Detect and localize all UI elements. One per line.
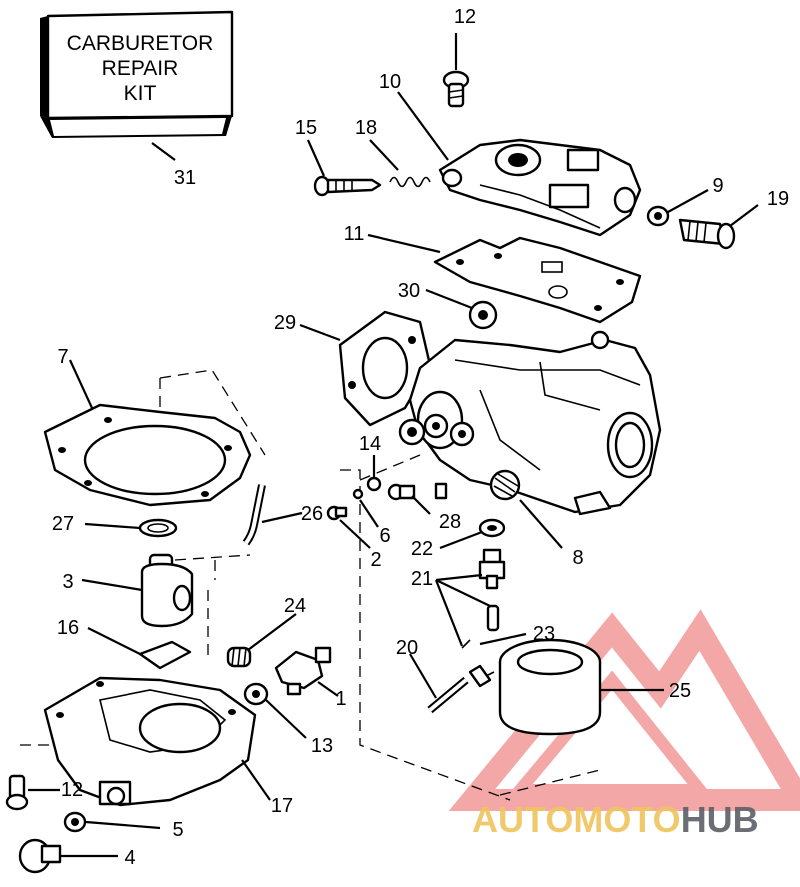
callout-6: 6: [379, 525, 390, 547]
callout-3: 3: [62, 571, 73, 593]
float-ring-part: [498, 638, 602, 736]
callout-27: 27: [52, 513, 74, 535]
pin-part: [427, 676, 469, 714]
callout-19: 19: [767, 188, 789, 210]
callout-31: 31: [174, 167, 196, 189]
callout-12-bottom: 12: [61, 779, 83, 801]
leader-lines: [28, 33, 759, 858]
kit-label-line-3: KIT: [124, 82, 157, 105]
drain-valve-part: [274, 646, 332, 696]
nut-part: [468, 300, 498, 330]
spring-part: [389, 176, 431, 188]
callout-2: 2: [370, 549, 381, 571]
callout-20: 20: [396, 637, 418, 659]
callout-10: 10: [379, 71, 401, 93]
callout-7: 7: [57, 346, 68, 368]
clip-plate-part: [138, 640, 192, 670]
link-part: [468, 664, 495, 688]
bolt-part: [678, 218, 736, 250]
callout-25: 25: [669, 680, 691, 702]
callout-29: 29: [274, 312, 296, 334]
callout-22: 22: [411, 538, 433, 560]
callout-5: 5: [172, 819, 183, 841]
callout-24: 24: [284, 595, 306, 617]
carburetor-body-part: [398, 330, 662, 516]
watermark-hub: HUB: [681, 799, 759, 840]
drain-washer-part: [243, 682, 269, 706]
needle-spring-part: [226, 646, 252, 668]
hose-part: [242, 484, 266, 546]
top-cover-part: [438, 138, 642, 237]
callout-15: 15: [295, 117, 317, 139]
o-ring-part: [138, 518, 178, 538]
fitting-part: [387, 483, 416, 501]
callout-30: 30: [398, 280, 420, 302]
callout-26: 26: [301, 503, 323, 525]
callout-23: 23: [533, 623, 555, 645]
watermark-text: AUTOMOTOHUB: [472, 799, 759, 840]
callout-13: 13: [311, 735, 333, 757]
watermark-moto: MOTO: [573, 799, 680, 840]
check-ball-part: [352, 488, 364, 500]
callout-28: 28: [439, 511, 461, 533]
callout-21: 21: [411, 568, 433, 590]
idle-screw-part: [313, 175, 382, 197]
bowl-plug-part: [18, 838, 62, 874]
callout-18: 18: [355, 117, 377, 139]
callout-labels: 12 10 15 18 9 19 11 30 29 7 14 26 6 28 2…: [52, 6, 789, 869]
callout-11: 11: [344, 223, 365, 245]
plug-part: [366, 476, 382, 492]
callout-14: 14: [359, 433, 381, 455]
washer-part: [646, 205, 670, 227]
callout-16: 16: [57, 617, 79, 639]
svg-text:AUTOMOTOHUB: AUTOMOTOHUB: [472, 799, 759, 840]
kit-label-line-2: REPAIR: [102, 57, 179, 80]
needle-washer-part: [478, 518, 506, 538]
float-bowl-gasket-part: [43, 403, 252, 507]
float-bowl-part: [43, 676, 257, 807]
callout-9: 9: [712, 175, 723, 197]
flange-gasket-part: [338, 310, 432, 427]
bowl-washer-part: [63, 811, 87, 833]
small-screw-part: [326, 505, 348, 521]
repair-kit-box: CARBURETOR REPAIR KIT: [40, 10, 234, 138]
kit-label-line-1: CARBURETOR: [67, 32, 214, 55]
callout-17: 17: [271, 795, 293, 817]
callout-1: 1: [335, 688, 346, 710]
top-screw-part: [442, 70, 470, 108]
bottom-screw-part: [5, 774, 29, 811]
callout-4: 4: [124, 847, 135, 869]
watermark-auto: AUTO: [472, 799, 573, 840]
callout-12-top: 12: [454, 6, 476, 28]
callout-8: 8: [572, 547, 583, 569]
float-part: [140, 553, 194, 628]
cover-gasket-part: [433, 236, 642, 324]
needle-seat-part: [461, 548, 506, 649]
